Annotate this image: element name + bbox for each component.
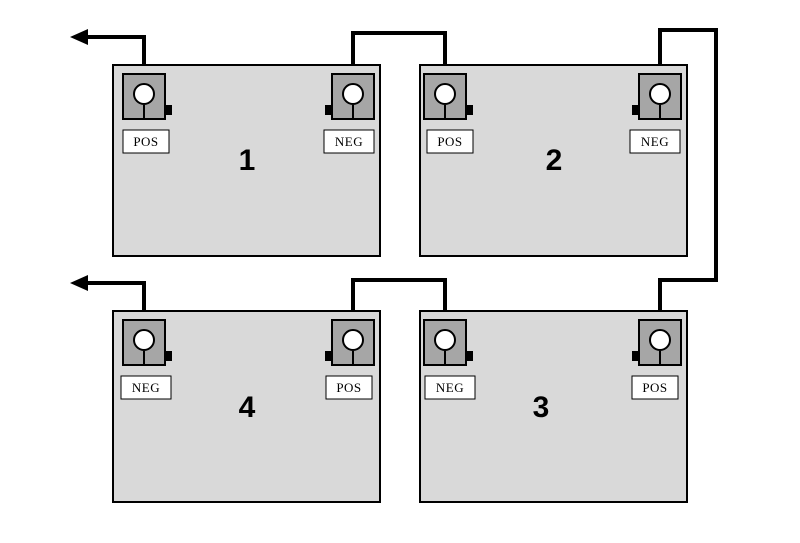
terminal-label-box — [120, 375, 172, 400]
battery-number: 3 — [533, 391, 550, 424]
terminal-right: NEG — [629, 73, 682, 154]
terminal-label: NEG — [132, 380, 160, 395]
terminal-bolt-icon — [632, 105, 640, 115]
terminal-label: NEG — [641, 134, 669, 149]
battery-4: NEG POS 4 — [112, 310, 381, 503]
terminal-label: POS — [336, 380, 361, 395]
terminal-right: NEG — [323, 73, 375, 154]
terminal-bolt-icon — [632, 351, 640, 361]
terminal-left: POS — [122, 73, 172, 154]
terminal-post-icon — [133, 83, 155, 105]
battery-number: 4 — [239, 391, 256, 424]
battery-2: POS NEG 2 — [419, 64, 688, 257]
terminal-label-box — [323, 129, 375, 154]
terminal-bolt-icon — [164, 105, 172, 115]
terminal-label-box — [631, 375, 679, 400]
battery-number: 2 — [546, 144, 563, 177]
battery-3: NEG POS 3 — [419, 310, 688, 503]
terminal-post-icon — [133, 329, 155, 351]
terminal-bolt-icon — [465, 351, 473, 361]
wires — [85, 28, 718, 320]
terminal-left: NEG — [120, 319, 172, 400]
terminal-label: POS — [437, 134, 462, 149]
terminal-label: POS — [642, 380, 667, 395]
output-wire-top — [85, 35, 146, 74]
wire-b2-neg-to-b3-pos — [658, 28, 718, 320]
wire-b3-neg-to-b4-pos — [351, 278, 447, 320]
terminal-bolt-icon — [465, 105, 473, 115]
terminal-label-box — [629, 129, 681, 154]
terminal-label: NEG — [335, 134, 363, 149]
terminal-label-box — [325, 375, 373, 400]
terminal-post-icon — [342, 329, 364, 351]
battery-1: POS NEG 1 — [112, 64, 381, 257]
terminal-bolt-icon — [325, 105, 333, 115]
terminal-right: POS — [325, 319, 375, 400]
arrow-head-top-icon — [70, 29, 88, 45]
terminal-right: POS — [631, 319, 682, 400]
terminal-label: POS — [133, 134, 158, 149]
terminal-post-icon — [342, 83, 364, 105]
wire-b1-neg-to-b2-pos — [351, 31, 447, 74]
battery-number: 1 — [239, 144, 256, 177]
terminal-bolt-icon — [164, 351, 172, 361]
terminal-bolt-icon — [325, 351, 333, 361]
terminal-post-icon — [649, 329, 671, 351]
terminal-left: POS — [423, 73, 474, 154]
arrow-head-bottom-icon — [70, 275, 88, 291]
terminal-label-box — [122, 129, 170, 154]
terminal-label-box — [426, 129, 474, 154]
terminal-post-icon — [434, 329, 456, 351]
terminal-post-icon — [649, 83, 671, 105]
output-wire-bottom — [85, 281, 146, 320]
terminal-label-box — [424, 375, 476, 400]
terminal-post-icon — [434, 83, 456, 105]
terminal-left: NEG — [423, 319, 476, 400]
terminal-label: NEG — [436, 380, 464, 395]
